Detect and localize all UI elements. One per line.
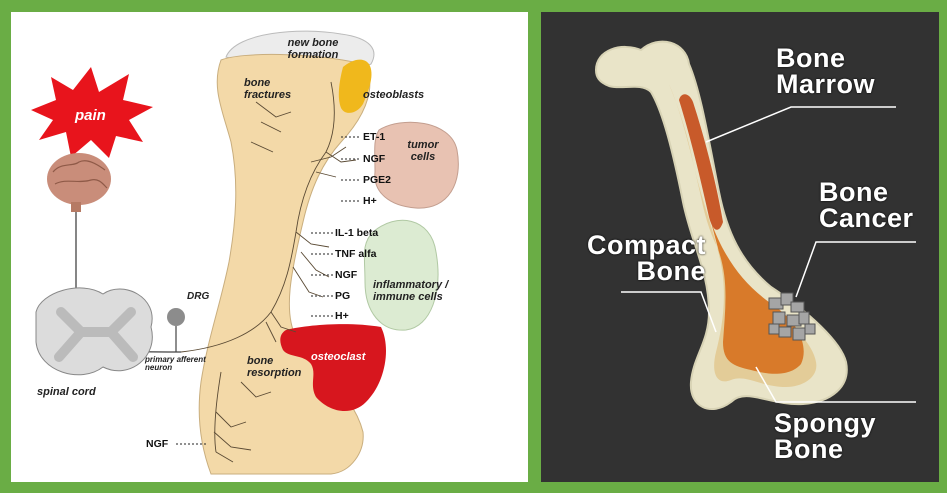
mediator-ngf-inflammatory: NGF xyxy=(335,269,357,281)
bone-anatomy-diagram: Bone Marrow Bone Cancer Compact Bone Spo… xyxy=(541,12,939,482)
bone-resorption-label: bone resorption xyxy=(247,356,307,379)
osteoclast-label: osteoclast xyxy=(311,352,365,364)
mediator-ngf-bottom: NGF xyxy=(146,438,168,450)
mediator-tnf-alfa: TNF alfa xyxy=(335,248,376,260)
osteoblasts-shape xyxy=(339,60,372,113)
osteoblasts-label: osteoblasts xyxy=(363,90,424,102)
pain-label: pain xyxy=(75,108,106,124)
femur-bone-shape xyxy=(199,54,370,474)
spongy-bone-label: Spongy Bone xyxy=(774,411,924,462)
spinal-cord-label: spinal cord xyxy=(37,387,96,399)
spinal-cord-shape xyxy=(36,288,152,375)
new-bone-formation-label: new bone formation xyxy=(273,38,353,61)
bone-marrow-label: Bone Marrow xyxy=(776,46,926,97)
bone-pain-diagram: pain new bone formation bone fractures o… xyxy=(11,12,528,482)
tumor-cells-label: tumor cells xyxy=(401,140,445,163)
drg-label: DRG xyxy=(187,292,209,303)
drg-ganglion xyxy=(167,308,185,326)
inflammatory-cells-label: inflammatory / immune cells xyxy=(373,280,463,303)
mediator-pg: PG xyxy=(335,290,350,302)
mediator-hplus-inflammatory: H+ xyxy=(335,310,349,322)
mediator-pge2: PGE2 xyxy=(363,174,391,186)
primary-afferent-neuron-label: primary afferent neuron xyxy=(145,356,235,373)
mediator-et1: ET-1 xyxy=(363,131,385,143)
bone-fractures-label: bone fractures xyxy=(244,78,304,101)
mediator-ngf-tumor: NGF xyxy=(363,153,385,165)
mediator-hplus-tumor: H+ xyxy=(363,195,377,207)
mediator-il1beta: IL-1 beta xyxy=(335,227,378,239)
brain-shape xyxy=(47,153,111,212)
tumor-cells-shape xyxy=(375,122,459,208)
bone-cancer-label: Bone Cancer xyxy=(819,180,929,231)
compact-bone-label: Compact Bone xyxy=(556,233,706,284)
